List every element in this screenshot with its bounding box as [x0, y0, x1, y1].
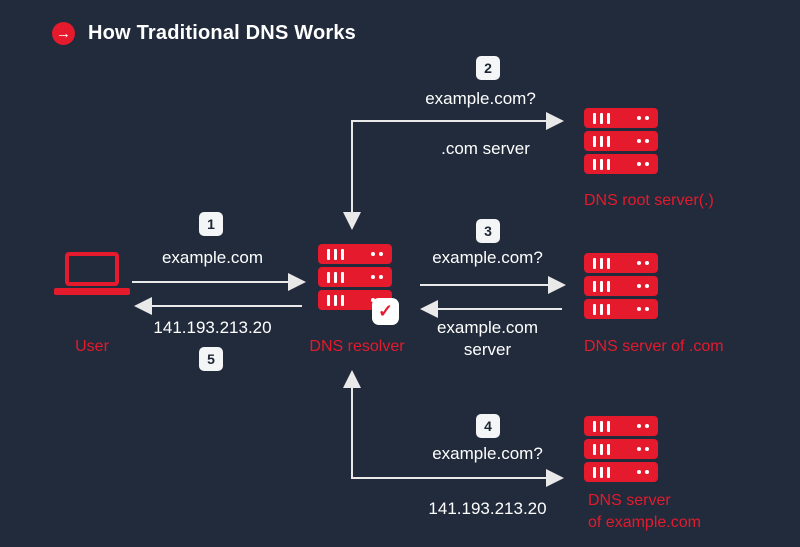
server-unit — [318, 244, 392, 264]
step-5-badge: 5 — [199, 347, 223, 371]
server-leds-icon — [371, 275, 383, 279]
server-leds-icon — [637, 284, 649, 288]
server-leds-icon — [637, 162, 649, 166]
step-3-response-label: example.com server — [400, 317, 575, 361]
server-unit — [584, 416, 658, 436]
server-vents-icon — [593, 443, 610, 455]
server-vents-icon — [593, 466, 610, 478]
step-4-response-label: 141.193.213.20 — [428, 499, 547, 518]
server-unit — [584, 439, 658, 459]
com-server-label: DNS server of .com — [584, 338, 724, 355]
step-3-response-line2: server — [463, 340, 512, 359]
user-label: User — [75, 338, 109, 355]
dns-resolver-label: DNS resolver — [309, 338, 405, 355]
server-unit — [584, 131, 658, 151]
step-2-response-label: .com server — [441, 139, 530, 158]
example-server-label-line2: of example.com — [588, 514, 701, 531]
laptop-screen — [65, 252, 119, 286]
step-1-badge: 1 — [199, 212, 223, 236]
server-vents-icon — [593, 280, 610, 292]
step-4-query-label: example.com? — [432, 444, 543, 463]
root-server-label: DNS root server(.) — [584, 192, 714, 209]
server-unit — [584, 253, 658, 273]
example-server-icon — [584, 416, 658, 485]
diagram-title: How Traditional DNS Works — [88, 22, 356, 44]
step-4-badge: 4 — [476, 414, 500, 438]
step-3-badge: 3 — [476, 219, 500, 243]
example-server-label: DNS server of example.com — [588, 490, 798, 534]
server-vents-icon — [327, 271, 344, 283]
step-2-badge: 2 — [476, 56, 500, 80]
step-3-query-label: example.com? — [432, 248, 543, 267]
server-unit — [584, 154, 658, 174]
server-vents-icon — [593, 257, 610, 269]
diagram-header: → How Traditional DNS Works — [52, 22, 356, 45]
server-vents-icon — [593, 135, 610, 147]
step-1-query-label: example.com — [161, 248, 264, 267]
server-unit — [584, 108, 658, 128]
server-leds-icon — [371, 252, 383, 256]
server-vents-icon — [327, 294, 344, 306]
laptop-icon — [54, 252, 130, 295]
example-server-label-line1: DNS server — [588, 492, 671, 509]
arrow-circle-icon: → — [52, 22, 75, 45]
server-leds-icon — [637, 447, 649, 451]
root-server-icon — [584, 108, 658, 177]
server-vents-icon — [593, 158, 610, 170]
server-unit — [584, 299, 658, 319]
server-leds-icon — [637, 139, 649, 143]
server-unit — [318, 267, 392, 287]
step-5-response-label: 141.193.213.20 — [153, 318, 272, 337]
server-vents-icon — [593, 303, 610, 315]
server-leds-icon — [637, 470, 649, 474]
server-unit — [584, 462, 658, 482]
server-leds-icon — [637, 116, 649, 120]
server-leds-icon — [637, 261, 649, 265]
laptop-base — [54, 288, 130, 295]
com-server-icon — [584, 253, 658, 322]
step-2-query-label: example.com? — [425, 89, 536, 108]
checkmark-icon: ✓ — [372, 298, 399, 325]
server-unit — [584, 276, 658, 296]
server-leds-icon — [637, 307, 649, 311]
dns-resolver-server-icon — [318, 244, 392, 313]
server-vents-icon — [593, 420, 610, 432]
server-vents-icon — [593, 112, 610, 124]
server-leds-icon — [637, 424, 649, 428]
server-vents-icon — [327, 248, 344, 260]
step-3-response-line1: example.com — [436, 318, 539, 337]
